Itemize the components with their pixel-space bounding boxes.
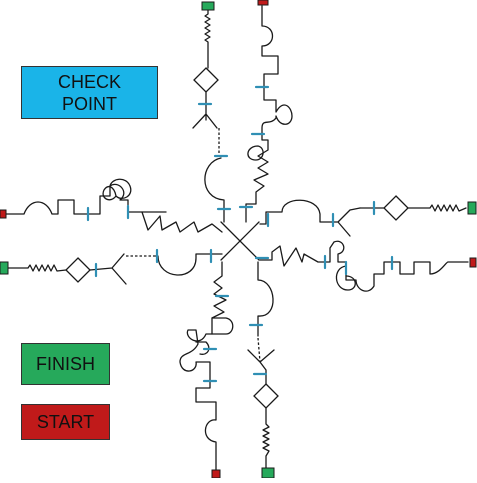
- finish-cap-south: [261, 467, 275, 479]
- track-arm-north-finish: [192, 7, 225, 223]
- track-arm-south-start: [179, 261, 234, 471]
- finish-cap-east: [467, 201, 477, 215]
- track-arm-east-start: [259, 240, 469, 292]
- diamond-obstacle: [253, 383, 279, 409]
- start-cap-south: [211, 469, 221, 479]
- diamond-obstacle: [65, 257, 91, 283]
- diamond-obstacle: [383, 195, 409, 221]
- legend-start: START: [21, 404, 110, 440]
- start-cap-east: [469, 257, 477, 268]
- start-cap-west: [0, 209, 7, 219]
- track-arm-east-finish: [259, 195, 467, 237]
- track-arm-west-finish: [7, 253, 223, 285]
- finish-cap-west: [0, 261, 9, 275]
- legend-checkpoint: CHECK POINT: [21, 66, 158, 119]
- track-arm-north-start: [245, 5, 293, 223]
- diamond-obstacle: [193, 67, 219, 93]
- start-cap-north: [257, 0, 269, 6]
- finish-cap-north: [201, 1, 215, 11]
- legend-finish: FINISH: [21, 343, 110, 385]
- checkpoint-markers: [86, 85, 394, 383]
- center-hub: [220, 221, 260, 261]
- track-arm-south-finish: [247, 261, 279, 469]
- track-arm-west-start: [5, 178, 223, 233]
